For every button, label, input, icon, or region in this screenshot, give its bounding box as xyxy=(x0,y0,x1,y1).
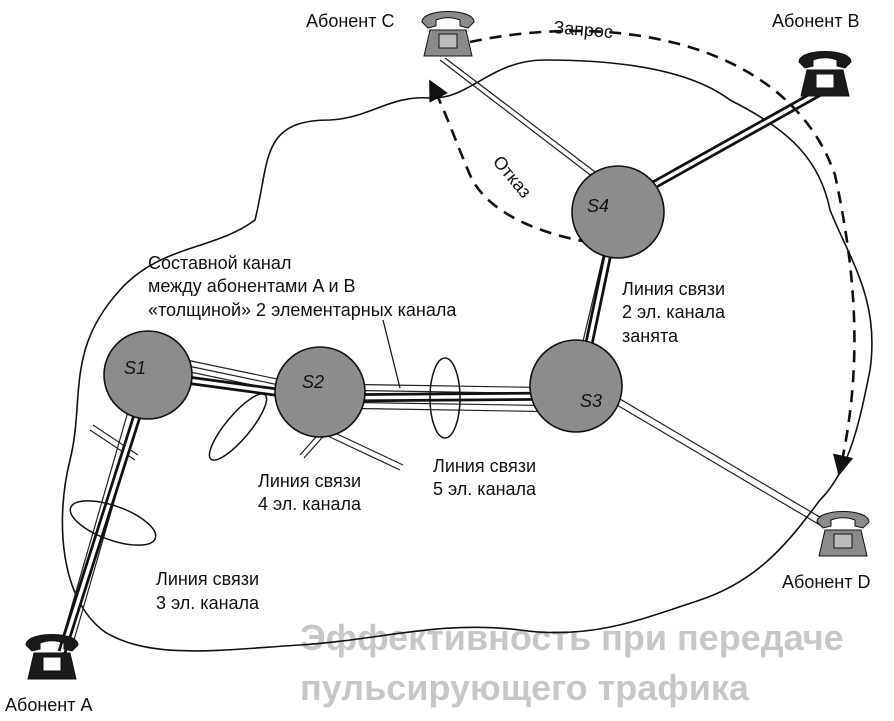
node-s3: S3 xyxy=(529,339,623,433)
node-s4-label: S4 xyxy=(587,196,609,216)
caption-line: Линия связи xyxy=(156,569,259,589)
caption-line: 5 эл. канала xyxy=(433,479,537,499)
phone-icon-c xyxy=(421,11,475,57)
subscriber-d-label: Абонент D xyxy=(782,572,870,592)
link-s1-s2-caption: Линия связи 4 эл. канала xyxy=(258,471,362,514)
caption-line: Составной канал xyxy=(148,253,291,273)
request-arrow xyxy=(469,29,856,477)
bundle-ellipse-a-s1 xyxy=(69,500,157,546)
caption-line: Линия связи xyxy=(622,279,725,299)
caption-line: 3 эл. канала xyxy=(156,593,260,613)
bleed-text-line: пульсирующего трафика xyxy=(300,667,750,708)
caption-line: «толщиной» 2 элементарных канала xyxy=(148,300,457,320)
caption-line: между абонентами A и B xyxy=(148,276,356,296)
node-s3-label: S3 xyxy=(580,391,602,411)
composite-channel-caption: Составной канал между абонентами A и B «… xyxy=(148,253,457,320)
node-s2: S2 xyxy=(274,346,366,438)
network-cloud xyxy=(61,59,873,652)
link-s4-s3-caption: Линия связи 2 эл. канала занята xyxy=(622,279,726,346)
phone-icon-b xyxy=(798,51,852,97)
link-a-s1-caption: Линия связи 3 эл. канала xyxy=(156,569,260,613)
caption-line: 2 эл. канала xyxy=(622,302,726,322)
subscriber-c-label: Абонент C xyxy=(306,11,394,31)
caption-line: Линия связи xyxy=(433,456,536,476)
bleed-text: Эффективность при передаче пульсирующего… xyxy=(300,617,844,708)
request-label: Запрос xyxy=(553,17,614,42)
bleed-text-line: Эффективность при передаче xyxy=(300,617,844,658)
node-s1-label: S1 xyxy=(124,358,146,378)
subscriber-a-label: Абонент A xyxy=(5,695,92,715)
node-s2-label: S2 xyxy=(302,372,324,392)
phone-icon-a xyxy=(25,634,79,680)
refusal-label: Отказ xyxy=(489,152,536,202)
link-s2-s3-caption: Линия связи 5 эл. канала xyxy=(433,456,537,499)
node-s4: S4 xyxy=(571,165,665,259)
caption-line: 4 эл. канала xyxy=(258,494,362,514)
caption-line: занята xyxy=(622,326,679,346)
node-s1: S1 xyxy=(103,330,193,420)
refusal-arrow xyxy=(429,79,611,247)
bundle-ellipses xyxy=(69,357,461,546)
bundle-ellipse-s2-s3 xyxy=(429,357,461,439)
phone-icon-d xyxy=(816,511,870,557)
caption-pointer xyxy=(382,319,401,389)
bundle-ellipse-s1-s2 xyxy=(208,393,268,461)
caption-line: Линия связи xyxy=(258,471,361,491)
subscriber-b-label: Абонент B xyxy=(772,11,859,31)
